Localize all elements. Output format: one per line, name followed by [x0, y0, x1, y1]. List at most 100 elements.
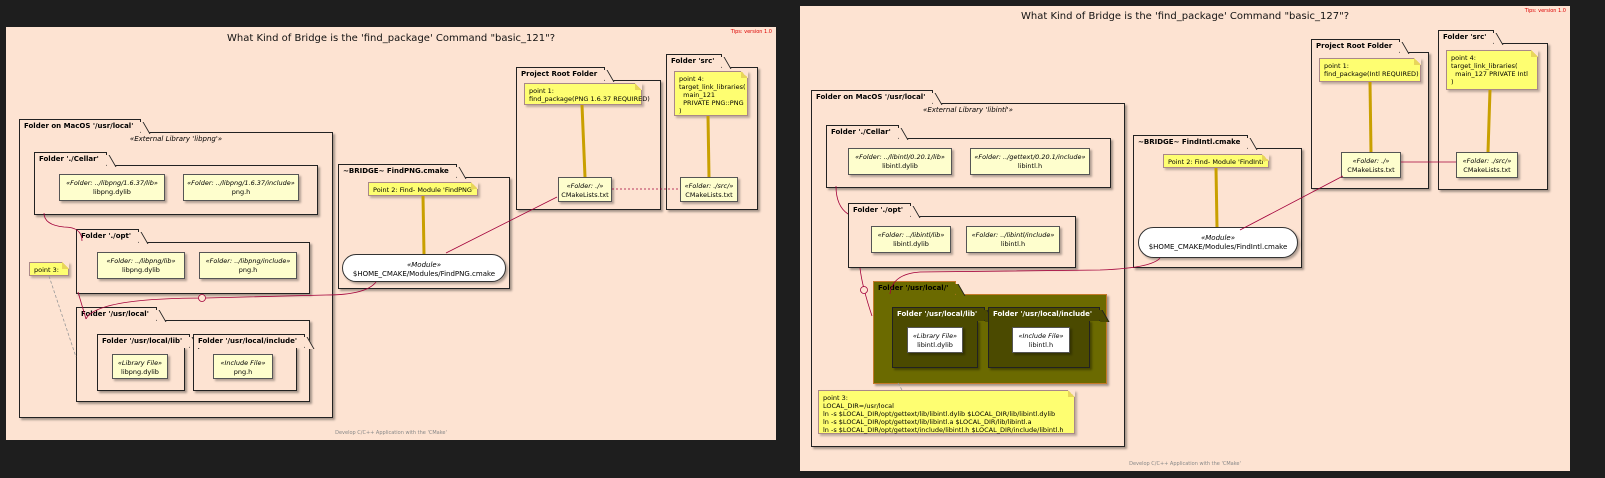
diagram-title: What Kind of Bridge is the 'find_package… — [1020, 11, 1349, 22]
findpng-module-cloud: «Module» $HOME_CMAKE/Modules/FindPNG.cma… — [342, 254, 506, 282]
artifact-name: libintl.dylib — [917, 341, 953, 349]
usr-local-include-folder: Folder '/usr/local/include' — [193, 334, 306, 391]
point1-note: point 1: find_package(PNG 1.6.37 REQUIRE… — [524, 83, 650, 105]
src-cmakelists-artifact: «Folder: ./src/» CMakeLists.txt — [680, 177, 738, 202]
folder-tab: Folder './Cellar' — [34, 152, 107, 166]
project-cmakelists-artifact: «Folder: ./» CMakeLists.txt — [1341, 152, 1401, 178]
diagram-title: What Kind of Bridge is the 'find_package… — [226, 33, 555, 44]
artifact-name: libintl.h — [1017, 162, 1043, 170]
artifact-stereotype: «Folder: ../libpng/1.6.37/include» — [187, 179, 295, 187]
cellar-lib-artifact: «Folder: ../libpng/1.6.37/lib» libpng.dy… — [59, 174, 165, 201]
artifact-stereotype: «Folder: ../libpng/lib» — [106, 257, 176, 265]
point3-note: point 3: — [29, 262, 69, 276]
local-lib-artifact: «Library File» libpng.dylib — [112, 354, 168, 379]
opt-lib-artifact: «Folder: ../libpng/lib» libpng.dylib — [97, 252, 185, 279]
point1-note: point 1: find_package(Intl REQUIRED) — [1319, 58, 1421, 82]
macos-folder: Folder on MacOS '/usr/local' «External L… — [811, 90, 1125, 447]
artifact-name: libpng.dylib — [93, 188, 131, 196]
artifact-stereotype: «Folder: ../libpng/1.6.37/lib» — [66, 179, 158, 187]
artifact-name: libpng.dylib — [121, 368, 159, 376]
src-folder: Folder 'src' — [666, 54, 758, 210]
cellar-lib-artifact: «Folder: ../libintl/0.20.1/lib» libintl.… — [848, 148, 952, 175]
folder-tab: Project Root Folder — [516, 67, 606, 81]
folder-tab: Folder '/usr/local/' — [873, 281, 957, 295]
point4-note: point 4: target_link_libraries( main_121… — [674, 71, 748, 116]
cellar-folder: Folder './Cellar' — [826, 125, 1111, 188]
local-include-artifact: «Include File» png.h — [213, 354, 273, 379]
project-cmakelists-artifact: «Folder: ./» CMakeLists.txt — [558, 177, 612, 202]
bridge-tab: ~BRIDGE~ FindIntl.cmake — [1133, 135, 1249, 149]
artifact-stereotype: «Library File» — [912, 332, 958, 340]
module-stereotype: «Module» — [406, 261, 442, 269]
local-include-artifact: «Include File» libintl.h — [1012, 327, 1070, 353]
tips-label: Tips: version 1.0 — [730, 29, 772, 35]
bridge-tab: ~BRIDGE~ FindPNG.cmake — [338, 164, 457, 178]
folder-tab: Folder '/usr/local/lib' — [892, 307, 986, 321]
artifact-stereotype: «Folder: ../libintl/lib» — [877, 231, 945, 239]
folder-tab: Folder 'src' — [1438, 30, 1495, 44]
src-cmakelists-artifact: «Folder: ./src/» CMakeLists.txt — [1456, 152, 1518, 178]
point2-note: Point 2: Find- Module 'FindIntl' — [1163, 154, 1269, 168]
folder-tab: Folder on MacOS '/usr/local' — [19, 119, 142, 133]
artifact-stereotype: «Folder: ./» — [1352, 157, 1390, 165]
project-root-folder: Project Root Folder — [1311, 39, 1429, 189]
folder-tab: Folder '/usr/local' — [76, 307, 157, 321]
artifact-name: png.h — [231, 188, 251, 196]
artifact-name: png.h — [233, 368, 253, 376]
artifact-stereotype: «Folder: ../libpng/include» — [205, 257, 291, 265]
folder-tab: Folder '/usr/local/lib' — [97, 334, 191, 348]
local-lib-artifact: «Library File» libintl.dylib — [907, 327, 963, 353]
module-name: $HOME_CMAKE/Modules/FindIntl.cmake — [1148, 243, 1288, 251]
artifact-stereotype: «Folder: ./src/» — [684, 182, 734, 190]
cellar-folder: Folder './Cellar' — [34, 152, 318, 215]
folder-tab: Folder './Cellar' — [826, 125, 899, 139]
artifact-stereotype: «Library File» — [117, 359, 163, 367]
opt-include-artifact: «Folder: ../libintl/include» libintl.h — [966, 226, 1060, 253]
artifact-stereotype: «Folder: ./src/» — [1462, 157, 1512, 165]
artifact-name: CMakeLists.txt — [685, 191, 733, 199]
artifact-name: libpng.dylib — [122, 266, 160, 274]
artifact-stereotype: «Folder: ../libintl/0.20.1/lib» — [855, 153, 945, 161]
artifact-stereotype: «Folder: ../gettext/0.20.1/include» — [974, 153, 1086, 161]
folder-tab: Folder on MacOS '/usr/local' — [811, 90, 934, 104]
cellar-include-artifact: «Folder: ../gettext/0.20.1/include» libi… — [970, 148, 1090, 175]
artifact-stereotype: «Folder: ./» — [566, 182, 604, 190]
macos-folder: Folder on MacOS '/usr/local' «External L… — [19, 119, 333, 418]
folder-tab: Folder 'src' — [666, 54, 723, 68]
external-library-label: «External Library 'libintl'» — [923, 106, 1013, 114]
artifact-name: CMakeLists.txt — [561, 191, 609, 199]
artifact-stereotype: «Folder: ../libintl/include» — [971, 231, 1055, 239]
artifact-name: libintl.h — [1028, 341, 1054, 349]
footer-label: Develop C/C++ Application with the 'CMak… — [335, 430, 447, 436]
opt-lib-artifact: «Folder: ../libintl/lib» libintl.dylib — [871, 226, 951, 253]
folder-tab: Folder '/usr/local/include' — [988, 307, 1101, 321]
src-folder: Folder 'src' — [1438, 30, 1548, 190]
artifact-name: libintl.dylib — [882, 162, 918, 170]
artifact-name: libintl.h — [1000, 240, 1026, 248]
project-root-folder: Project Root Folder — [516, 67, 661, 210]
external-library-label: «External Library 'libpng'» — [129, 135, 223, 143]
artifact-stereotype: «Include File» — [220, 359, 266, 367]
folder-tab: Project Root Folder — [1311, 39, 1401, 53]
artifact-name: png.h — [238, 266, 258, 274]
point2-note: Point 2: Find- Module 'FindPNG' — [368, 182, 478, 196]
folder-tab: Folder './opt' — [76, 229, 140, 243]
tips-label: Tips: version 1.0 — [1524, 8, 1566, 14]
folder-tab: Folder './opt' — [848, 203, 912, 217]
diagram-panel-right: What Kind of Bridge is the 'find_package… — [800, 6, 1570, 471]
diagram-panel-left: What Kind of Bridge is the 'find_package… — [6, 27, 776, 440]
footer-label: Develop C/C++ Application with the 'CMak… — [1129, 461, 1241, 467]
folder-tab: Folder '/usr/local/include' — [193, 334, 306, 348]
artifact-stereotype: «Include File» — [1018, 332, 1064, 340]
module-stereotype: «Module» — [1200, 234, 1236, 242]
usr-local-lib-folder: Folder '/usr/local/lib' — [97, 334, 191, 391]
usr-local-include-folder: Folder '/usr/local/include' — [988, 307, 1101, 368]
artifact-name: CMakeLists.txt — [1463, 166, 1511, 174]
point4-note: point 4: target_link_libraries( main_127… — [1446, 50, 1538, 90]
artifact-name: libintl.dylib — [893, 240, 929, 248]
module-name: $HOME_CMAKE/Modules/FindPNG.cmake — [352, 270, 496, 278]
bridge-package: ~BRIDGE~ FindIntl.cmake — [1133, 135, 1302, 268]
cellar-include-artifact: «Folder: ../libpng/1.6.37/include» png.h — [183, 174, 299, 201]
artifact-name: CMakeLists.txt — [1347, 166, 1395, 174]
findintl-module-cloud: «Module» $HOME_CMAKE/Modules/FindIntl.cm… — [1138, 227, 1298, 258]
